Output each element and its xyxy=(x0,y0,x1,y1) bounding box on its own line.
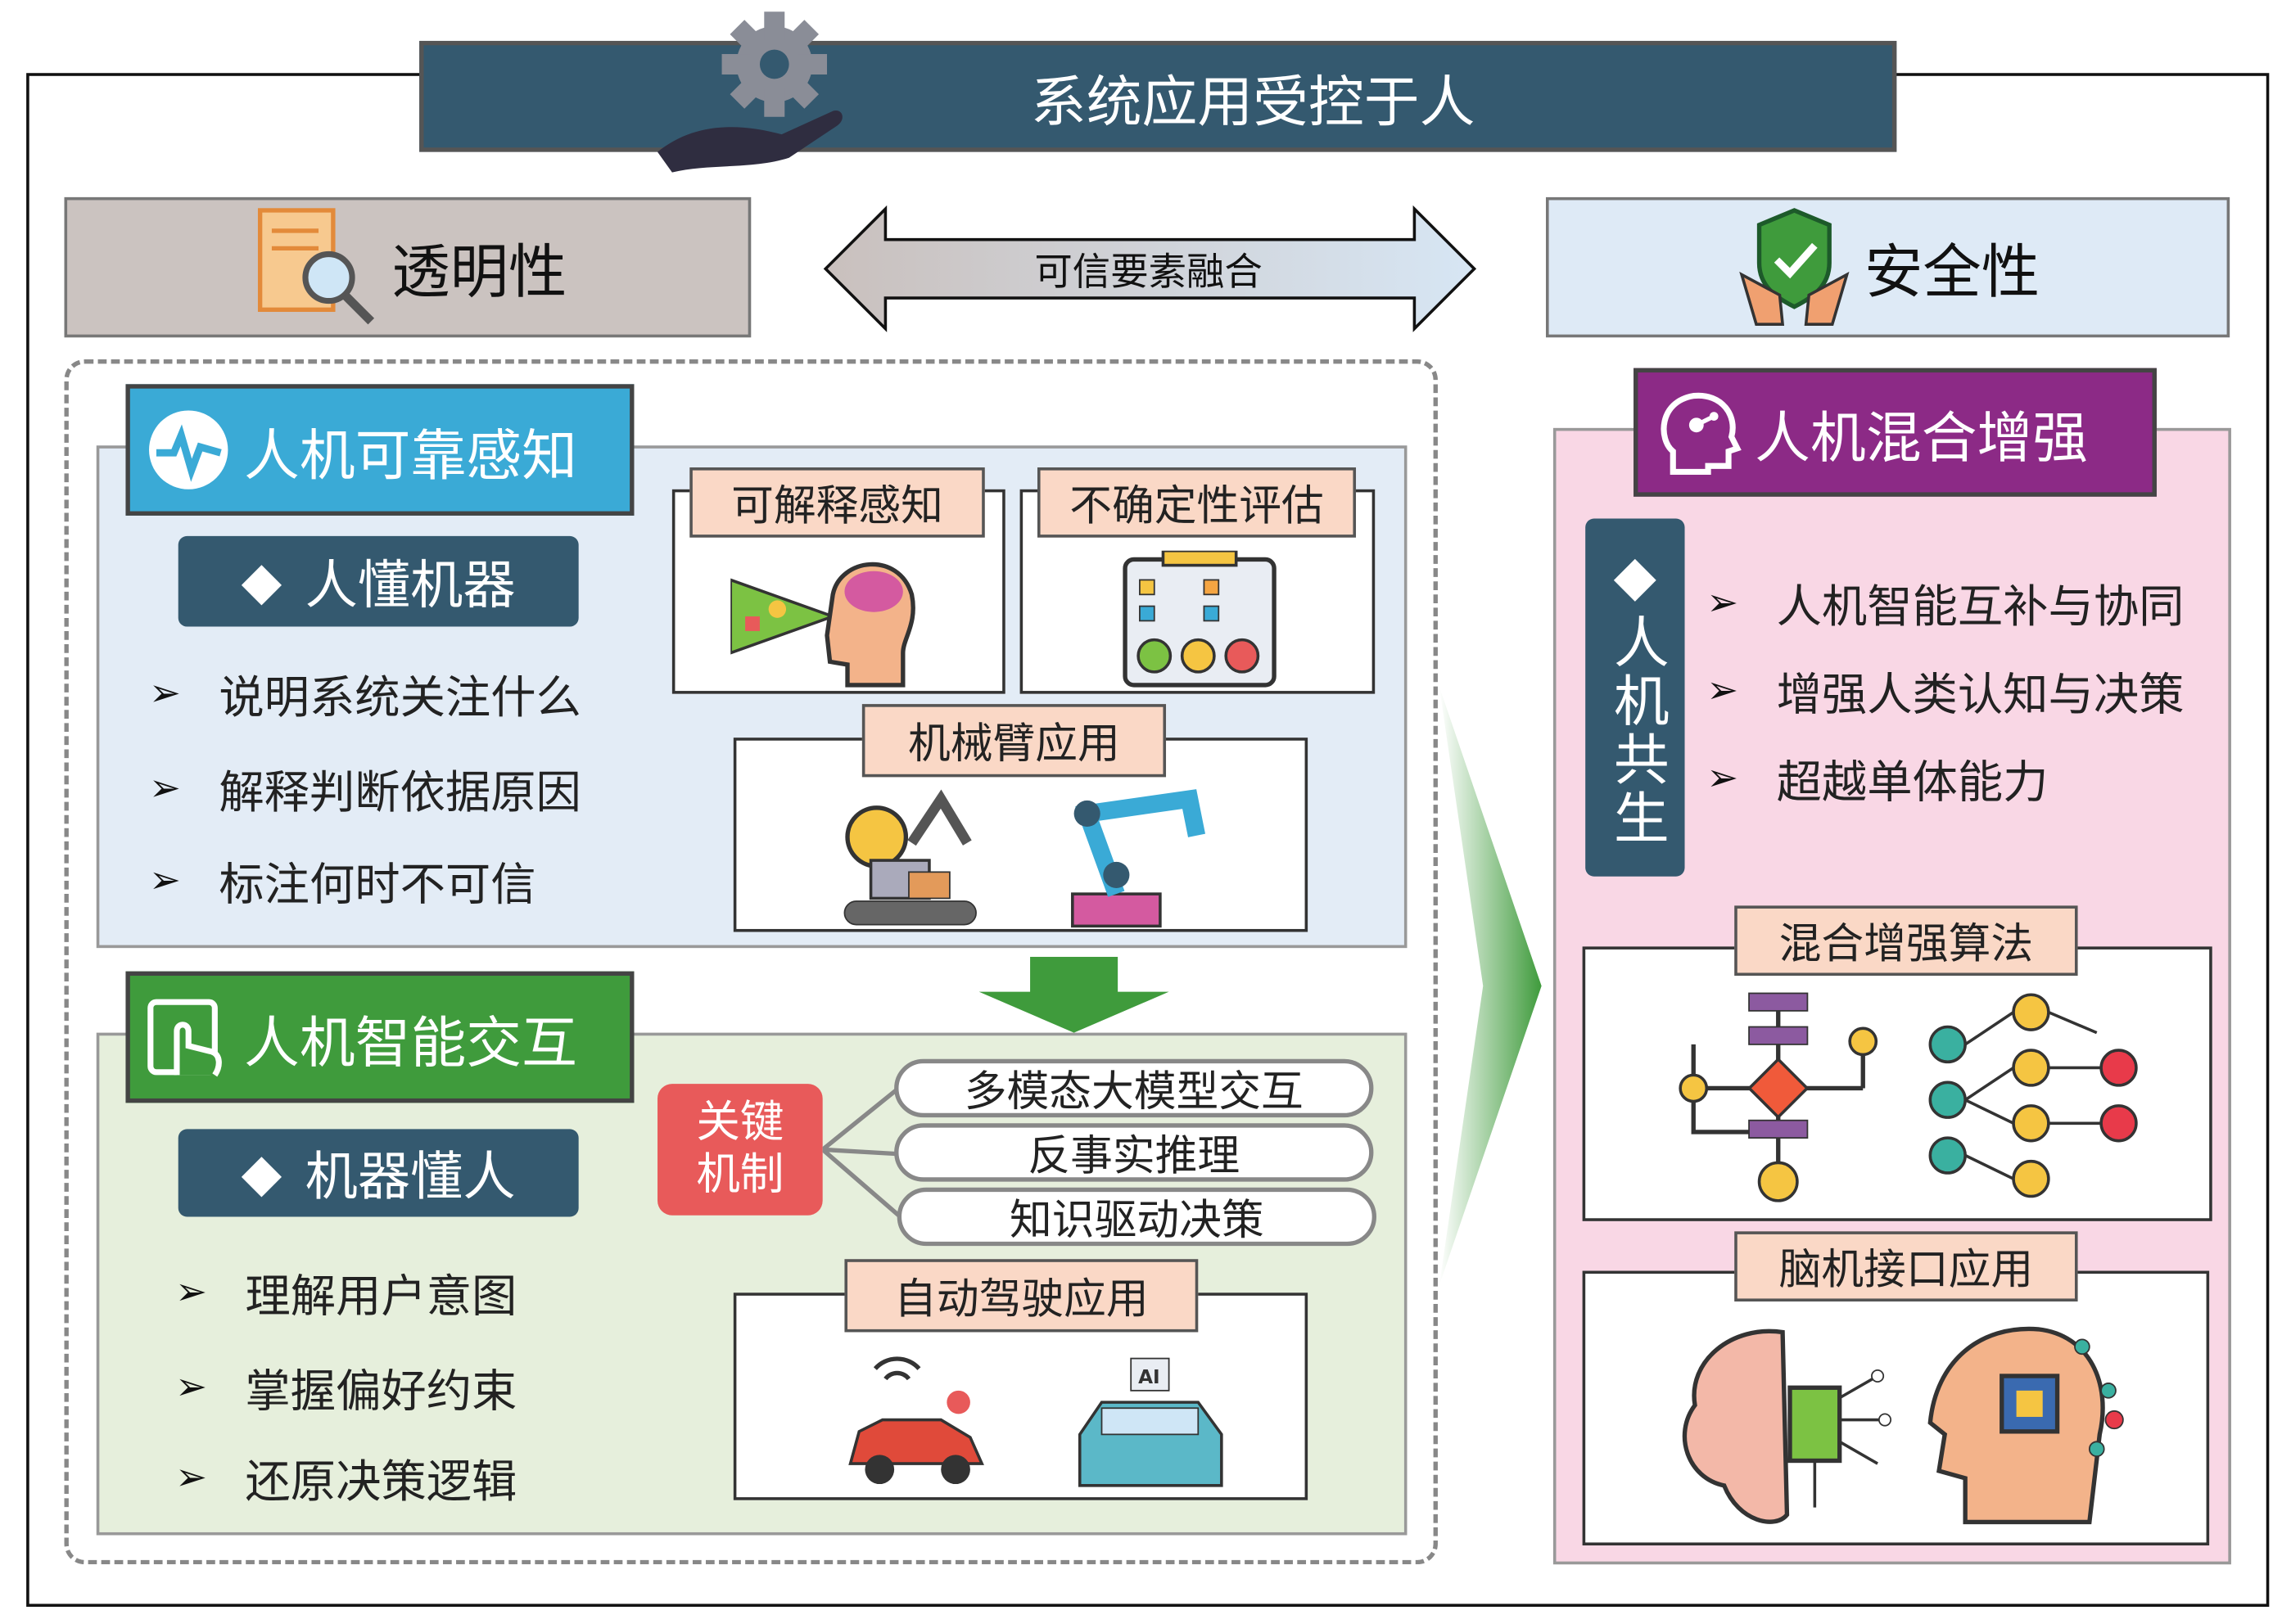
bullet-text: 还原决策逻辑 xyxy=(245,1456,517,1509)
title-banner: 系统应用受控于人 xyxy=(419,40,1897,152)
right-chevron-arrow xyxy=(1439,686,1542,1286)
list-item: ➢ 解释判断依据原因 xyxy=(149,756,581,821)
shield-hands-icon xyxy=(1739,208,1850,326)
bullet-text: 掌握偏好约束 xyxy=(245,1365,517,1419)
fusion-double-arrow xyxy=(823,205,1477,332)
list-item: ➢ 理解用户意图 xyxy=(175,1259,517,1324)
checklist-faces-icon xyxy=(1123,550,1277,688)
mechanism-pill: 多模态大模型交互 xyxy=(894,1058,1374,1118)
pill-label: 人懂机器 xyxy=(305,556,516,617)
list-item: ➢ 说明系统关注什么 xyxy=(149,661,581,726)
bullet-text: 说明系统关注什么 xyxy=(219,671,581,725)
key-mechanism-line: 关键 xyxy=(696,1097,784,1148)
diamond-icon: ◆ xyxy=(241,551,282,611)
bullet-arrow-icon: ➢ xyxy=(1706,756,1739,801)
list-item: ➢ 还原决策逻辑 xyxy=(175,1445,517,1510)
card-label: 混合增强算法 xyxy=(1734,905,2078,977)
mechanism-connector xyxy=(822,1086,901,1217)
dashed-group xyxy=(64,359,1438,1565)
augmentation-header: 人机混合增强 xyxy=(1634,368,2157,497)
head-brain-icon xyxy=(730,562,915,688)
bullet-arrow-icon: ➢ xyxy=(1706,668,1739,712)
mechanism-pill: 知识驱动决策 xyxy=(897,1187,1376,1247)
svg-text:AI: AI xyxy=(1138,1366,1160,1388)
list-item: ➢ 人机智能互补与协同 xyxy=(1706,570,2184,635)
hybrid-algorithm-card xyxy=(1582,946,2212,1221)
bullet-text: 标注何时不可信 xyxy=(219,859,536,912)
card-label: 机械臂应用 xyxy=(861,704,1167,778)
bullet-text: 理解用户意图 xyxy=(245,1270,517,1324)
car-ai-icon: AI xyxy=(848,1356,1223,1487)
bullet-arrow-icon: ➢ xyxy=(175,1455,208,1500)
bullet-text: 人机智能互补与协同 xyxy=(1776,581,2185,634)
card-label: 不确定性评估 xyxy=(1037,467,1357,538)
document-magnifier-icon xyxy=(257,208,375,325)
card-label: 可解释感知 xyxy=(689,467,985,538)
perception-header-label: 人机可靠感知 xyxy=(244,422,577,488)
head-circuit-icon xyxy=(1661,392,1742,475)
bullet-text: 解释判断依据原因 xyxy=(219,766,581,820)
key-mechanism-line: 机制 xyxy=(696,1149,784,1201)
interaction-header: 人机智能交互 xyxy=(125,971,635,1103)
bullet-arrow-icon: ➢ xyxy=(149,765,181,810)
brain-chip-icon xyxy=(1682,1326,2124,1525)
fusion-label: 可信要素融合 xyxy=(1034,250,1263,295)
pill-label: 机器懂人 xyxy=(305,1148,516,1208)
symbiosis-pill: ◆ 人机共生 xyxy=(1585,518,1685,877)
interaction-header-label: 人机智能交互 xyxy=(244,1009,577,1075)
bullet-arrow-icon: ➢ xyxy=(1706,580,1739,625)
bullet-arrow-icon: ➢ xyxy=(149,858,181,902)
bullet-arrow-icon: ➢ xyxy=(175,1270,208,1315)
list-item: ➢ 标注何时不可信 xyxy=(149,847,536,913)
bullet-text: 增强人类认知与决策 xyxy=(1776,669,2185,722)
augmentation-header-label: 人机混合增强 xyxy=(1755,405,2089,470)
diamond-icon: ◆ xyxy=(1613,543,1656,607)
transparency-label: 透明性 xyxy=(391,239,567,307)
title: 系统应用受控于人 xyxy=(1030,69,1475,134)
machine-understands-human-pill: ◆ 机器懂人 xyxy=(178,1129,579,1217)
bullet-arrow-icon: ➢ xyxy=(175,1365,208,1410)
list-item: ➢ 掌握偏好约束 xyxy=(175,1354,517,1419)
list-item: ➢ 超越单体能力 xyxy=(1706,745,2048,810)
human-understands-machine-pill: ◆ 人懂机器 xyxy=(178,535,579,627)
bci-card xyxy=(1582,1270,2210,1546)
safety-label: 安全性 xyxy=(1864,239,2040,307)
perception-header: 人机可靠感知 xyxy=(125,384,635,516)
card-label: 脑机接口应用 xyxy=(1734,1231,2078,1301)
pill-label: 人机共生 xyxy=(1604,614,1669,848)
list-item: ➢ 增强人类认知与决策 xyxy=(1706,657,2184,723)
bullet-arrow-icon: ➢ xyxy=(149,670,181,715)
diamond-icon: ◆ xyxy=(241,1143,282,1203)
touch-hand-icon xyxy=(147,999,222,1077)
robot-arm-icon xyxy=(843,789,1206,928)
gear-hand-icon xyxy=(657,11,843,173)
transparency-box: 透明性 xyxy=(64,196,752,338)
key-mechanism-box: 关键机制 xyxy=(657,1084,823,1216)
pulse-icon xyxy=(149,410,228,489)
mechanism-pill: 反事实推理 xyxy=(894,1123,1374,1182)
down-arrow-icon xyxy=(978,956,1169,1033)
safety-box: 安全性 xyxy=(1546,196,2230,338)
flowchart-network-icon xyxy=(1679,992,2138,1202)
bullet-text: 超越单体能力 xyxy=(1776,756,2049,810)
card-label: 自动驾驶应用 xyxy=(844,1259,1199,1333)
